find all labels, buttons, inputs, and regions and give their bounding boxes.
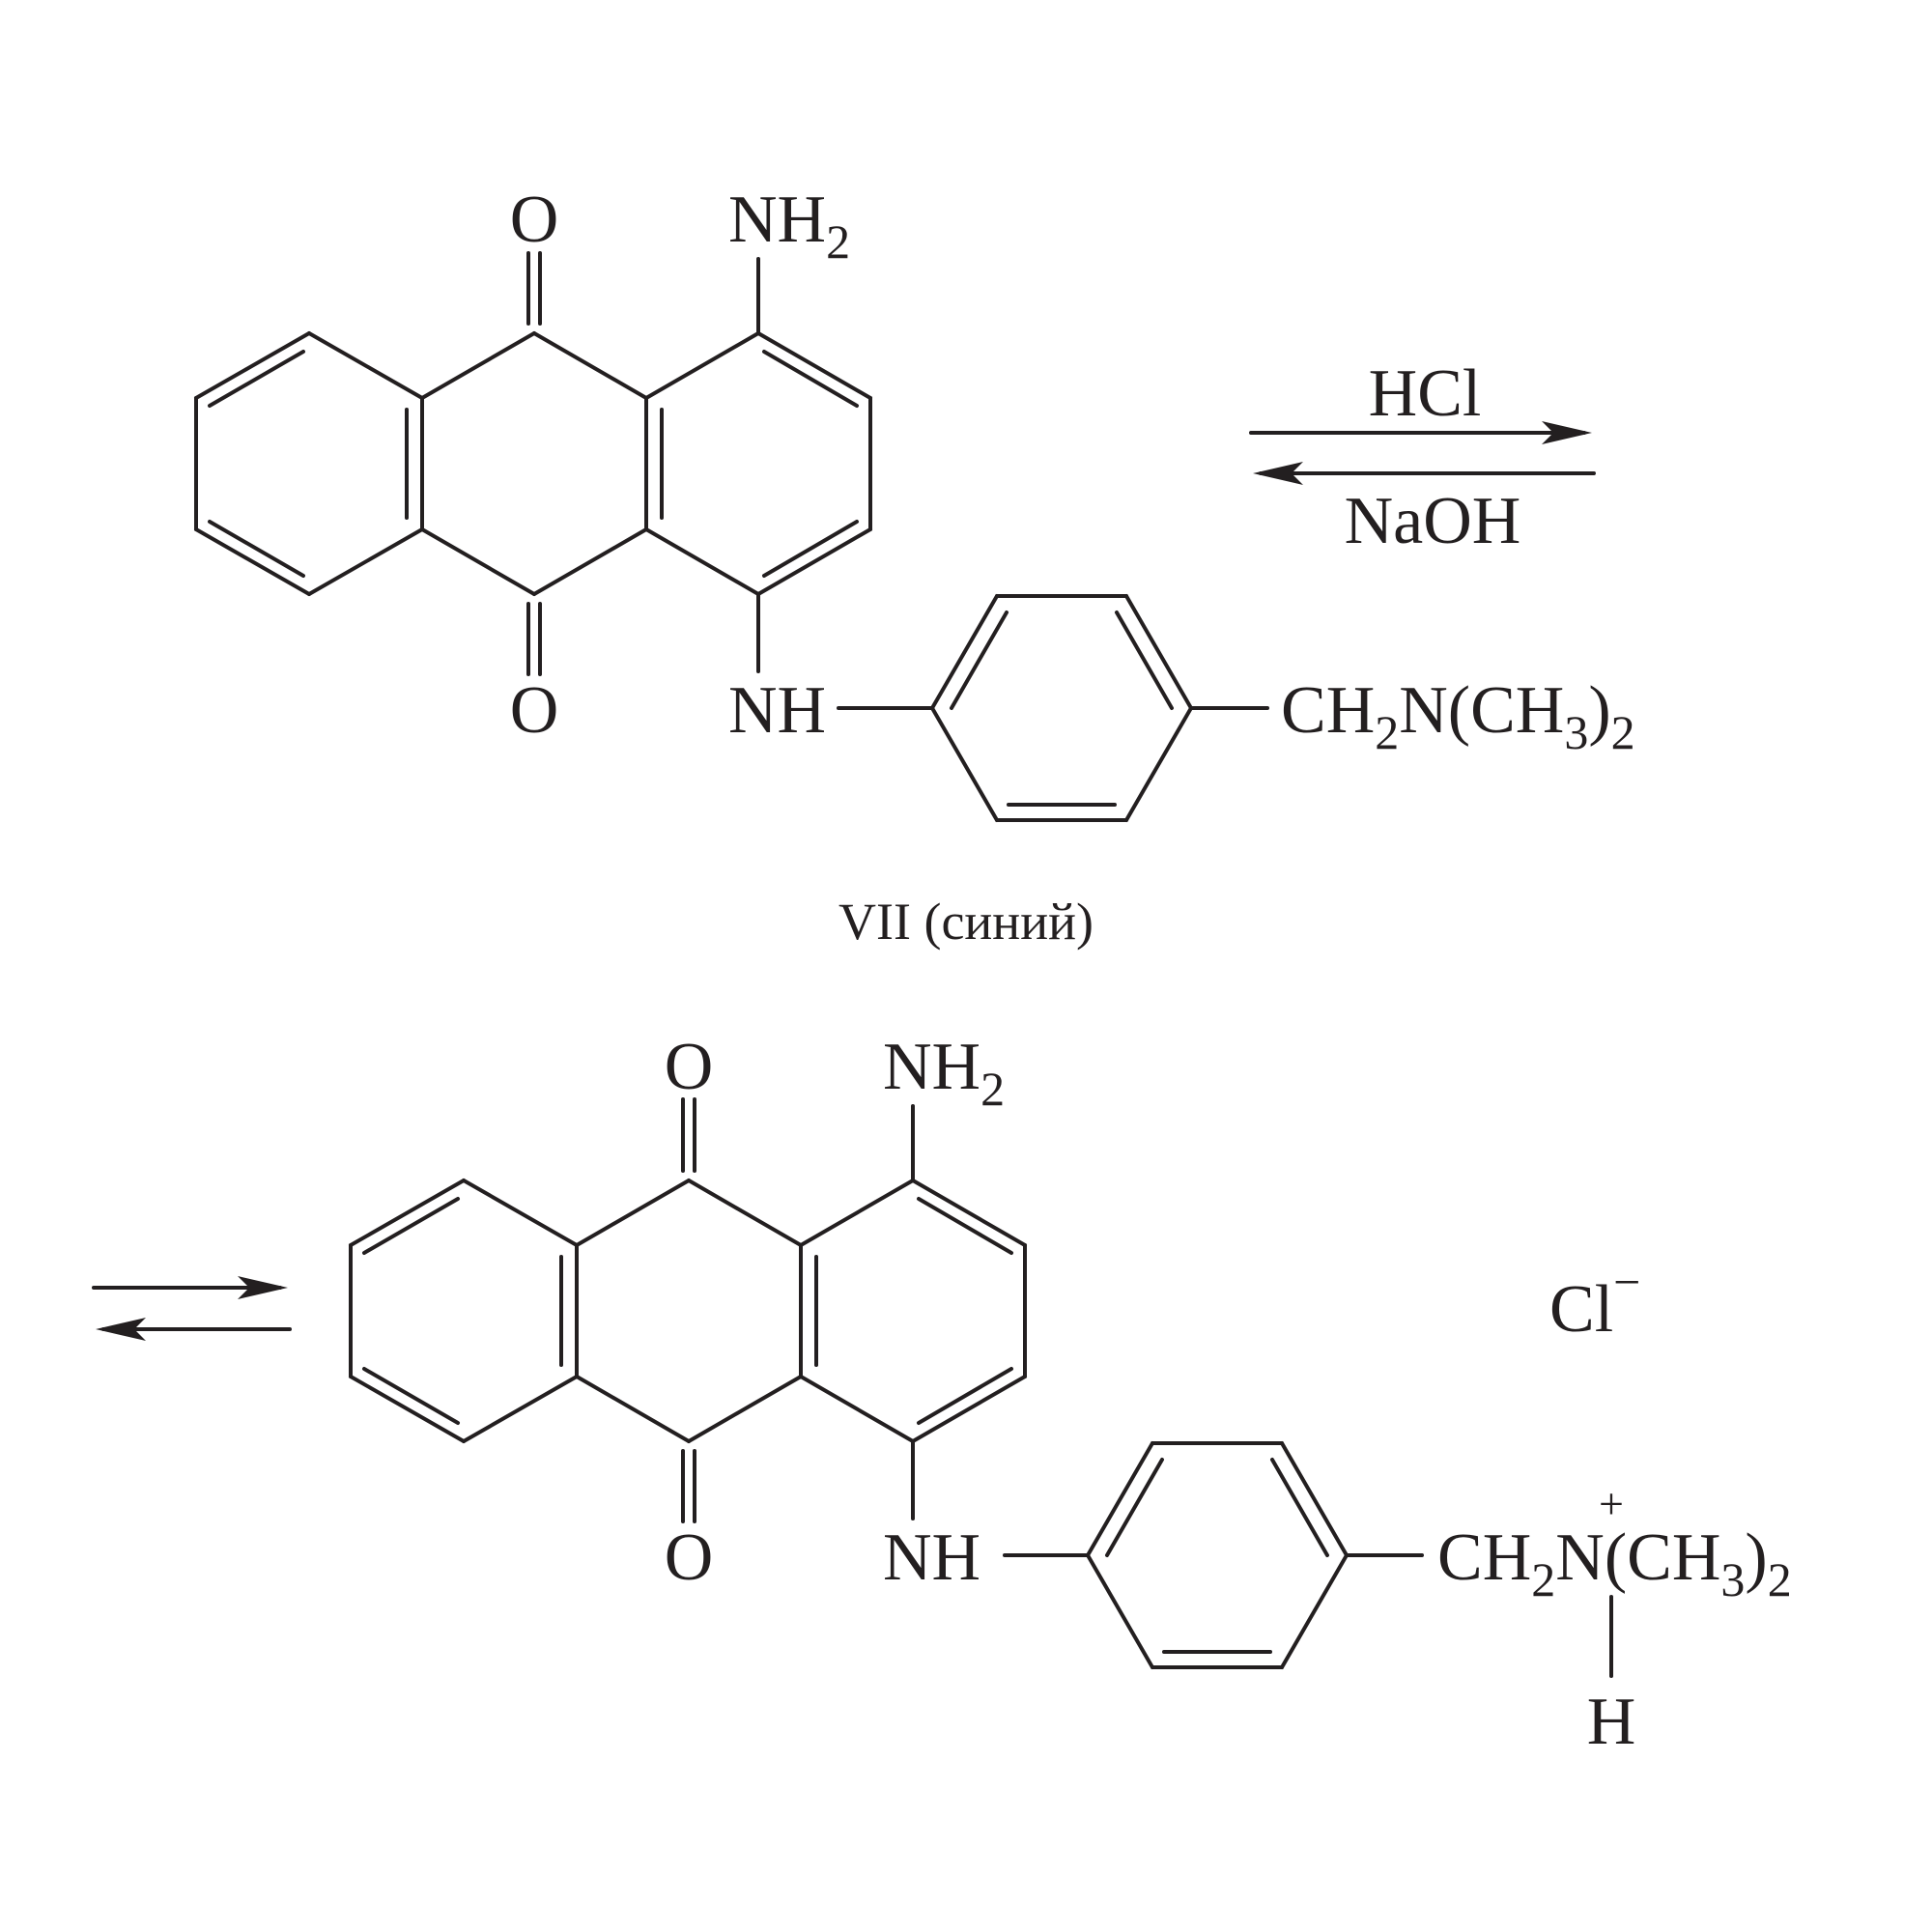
amino-label-top: NH2 xyxy=(728,183,850,269)
oxygen-label-bottom-upper: O xyxy=(665,1030,714,1104)
oxygen-label-top-lower: O xyxy=(510,673,559,748)
equilibrium-arrows-left xyxy=(92,1276,292,1341)
right-ring-bottom xyxy=(799,1104,1027,1520)
phenyl-ring-top xyxy=(837,594,1269,822)
side-chain-label-bottom: CH2N(CH3)2 xyxy=(1437,1520,1792,1606)
molecule-top: O O NH2 NH CH2N(CH3)2 VII (синий) xyxy=(194,183,1635,951)
phenyl-ring-bottom xyxy=(1003,1441,1424,1669)
reagent-forward: HCl xyxy=(1369,356,1482,431)
side-chain-label-top: CH2N(CH3)2 xyxy=(1281,673,1635,759)
central-ring-top xyxy=(420,251,648,676)
reagent-reverse: NaOH xyxy=(1345,484,1521,558)
hydrogen-label: H xyxy=(1587,1685,1636,1759)
central-ring-bottom xyxy=(575,1097,803,1523)
reverse-arrowhead xyxy=(1253,462,1303,485)
left-ring-top xyxy=(194,331,424,596)
oxygen-label-bottom-lower: O xyxy=(665,1520,714,1595)
amino-label-bottom: NH2 xyxy=(883,1030,1005,1116)
left-ring-bottom xyxy=(349,1179,579,1443)
forward-arrowhead xyxy=(1542,421,1592,444)
equilibrium-arrows-reagents: HCl NaOH xyxy=(1249,356,1596,558)
imino-label-top: NH xyxy=(728,673,826,748)
imino-label-bottom: NH xyxy=(883,1520,980,1595)
chloride-counter-ion: Cl− xyxy=(1549,1255,1640,1347)
compound-caption: VII (синий) xyxy=(838,893,1094,951)
oxygen-label-top-upper: O xyxy=(510,183,559,257)
positive-charge-label: + xyxy=(1599,1479,1624,1528)
molecule-bottom: O O NH2 NH CH2N(CH3)2 + H xyxy=(349,1030,1792,1759)
right-ring-top xyxy=(644,257,872,673)
